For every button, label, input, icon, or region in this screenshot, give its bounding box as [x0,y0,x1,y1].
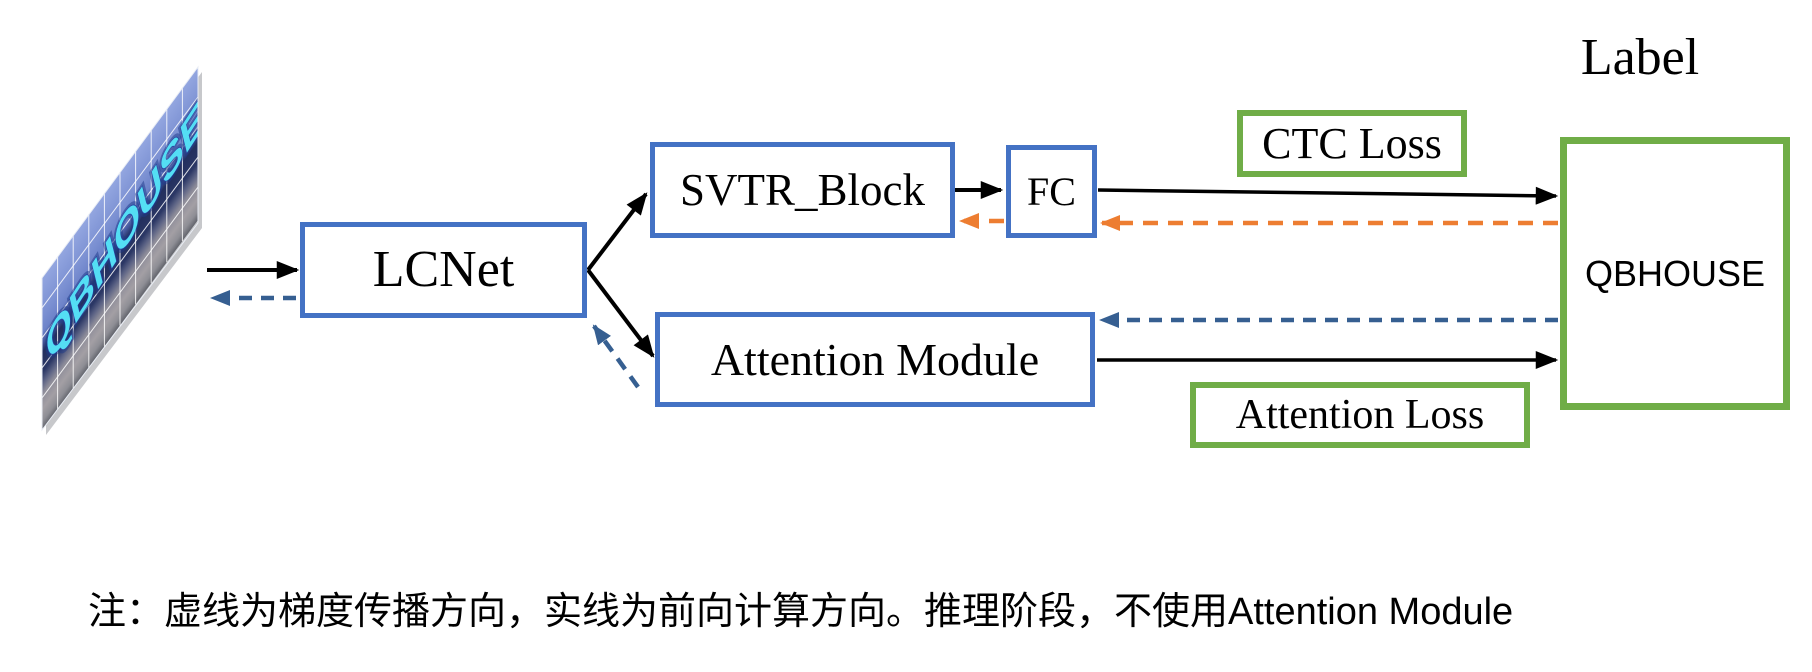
attention-loss-box: Attention Loss [1190,382,1530,448]
attention-module-block: Attention Module [655,312,1095,407]
label-title: Label [1580,29,1700,86]
lcnet-block: LCNet [300,222,587,318]
footnote: 注：虚线为梯度传播方向，实线为前向计算方向。推理阶段，不使用Attention … [88,591,1514,633]
gradient-arrow-attention-to-lcnet [592,324,640,389]
label-value-box: QBHOUSE [1560,137,1790,410]
sign-grid [42,67,198,431]
ctc-loss-box: CTC Loss [1237,110,1467,177]
forward-arrow-lcnet-to-svtr [586,192,648,272]
fc-block: FC [1006,145,1097,238]
input-image: QBHOUSE QBHOUSE [41,65,202,435]
sign-outline [41,65,199,432]
forward-arrow-fc-to-label [1097,186,1559,205]
forward-arrow-lcnet-to-attention [586,268,655,358]
svtr-block: SVTR_Block [650,142,955,238]
